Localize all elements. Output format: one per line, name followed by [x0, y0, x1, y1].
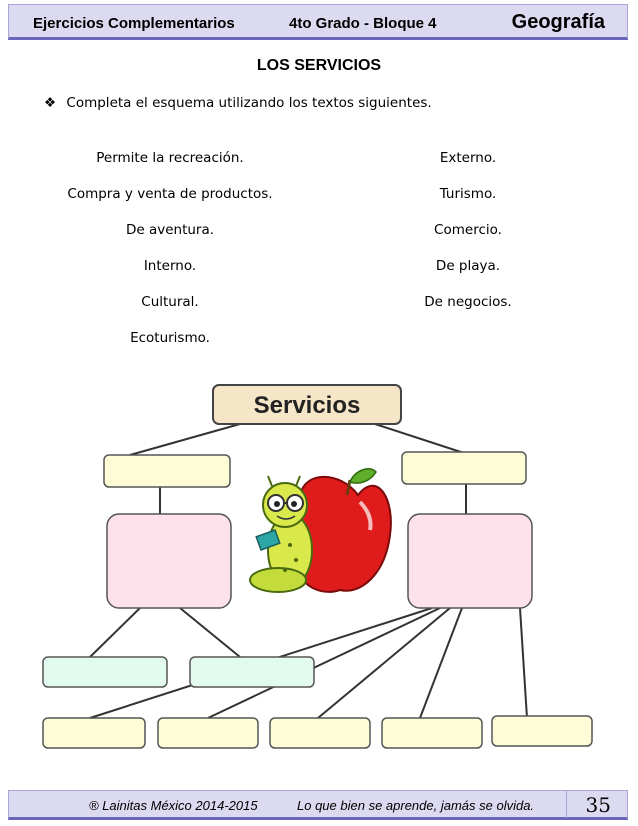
answer-box-level3-1[interactable]	[42, 656, 168, 688]
services-diagram: Servicios	[42, 384, 593, 749]
header-subject: Geografía	[511, 11, 605, 33]
answer-box-level3-2[interactable]	[189, 656, 315, 688]
answer-box-level4-1[interactable]	[42, 717, 146, 749]
footer-copyright: ® Lainitas México 2014-2015	[89, 798, 258, 813]
word-left-1: Permite la recreación.	[96, 150, 244, 166]
word-left-4: Interno.	[143, 258, 197, 274]
answer-box-level4-4[interactable]	[381, 717, 483, 749]
root-label: Servicios	[254, 392, 361, 419]
answer-box-level1-left[interactable]	[103, 454, 231, 488]
answer-box-level1-right[interactable]	[401, 451, 527, 485]
answer-box-level4-3[interactable]	[269, 717, 371, 749]
word-right-1: Externo.	[439, 150, 497, 166]
footer-motto: Lo que bien se aprende, jamás se olvida.	[297, 798, 535, 813]
word-right-2: Turismo.	[439, 186, 497, 202]
root-box	[212, 384, 402, 425]
answer-box-level2-left[interactable]	[106, 513, 232, 609]
header-course: Ejercicios Complementarios	[33, 15, 235, 32]
word-left-6: Ecoturismo.	[130, 330, 210, 346]
diamond-bullet-icon: ❖	[44, 95, 57, 111]
word-left-5: Cultural.	[141, 294, 199, 310]
worm-apple-illustration	[249, 468, 392, 593]
page-header: Ejercicios Complementarios 4to Grado - B…	[8, 4, 628, 40]
word-left-2: Compra y venta de productos.	[67, 186, 273, 202]
word-right-5: De negocios.	[424, 294, 512, 310]
instruction: ❖ Completa el esquema utilizando los tex…	[44, 95, 432, 111]
word-right-4: De playa.	[435, 258, 501, 274]
answer-box-level4-5[interactable]	[491, 715, 593, 747]
page-title: LOS SERVICIOS	[256, 57, 382, 74]
word-left-3: De aventura.	[125, 222, 215, 238]
answer-box-level2-right[interactable]	[407, 513, 533, 609]
word-right-3: Comercio.	[434, 222, 502, 238]
page-footer: ® Lainitas México 2014-2015 Lo que bien …	[8, 790, 628, 820]
header-grade: 4to Grado - Bloque 4	[289, 15, 437, 32]
answer-box-level4-2[interactable]	[157, 717, 259, 749]
instruction-text: Completa el esquema utilizando los texto…	[66, 95, 432, 111]
footer-divider	[566, 791, 567, 818]
page-number: 35	[585, 793, 611, 817]
